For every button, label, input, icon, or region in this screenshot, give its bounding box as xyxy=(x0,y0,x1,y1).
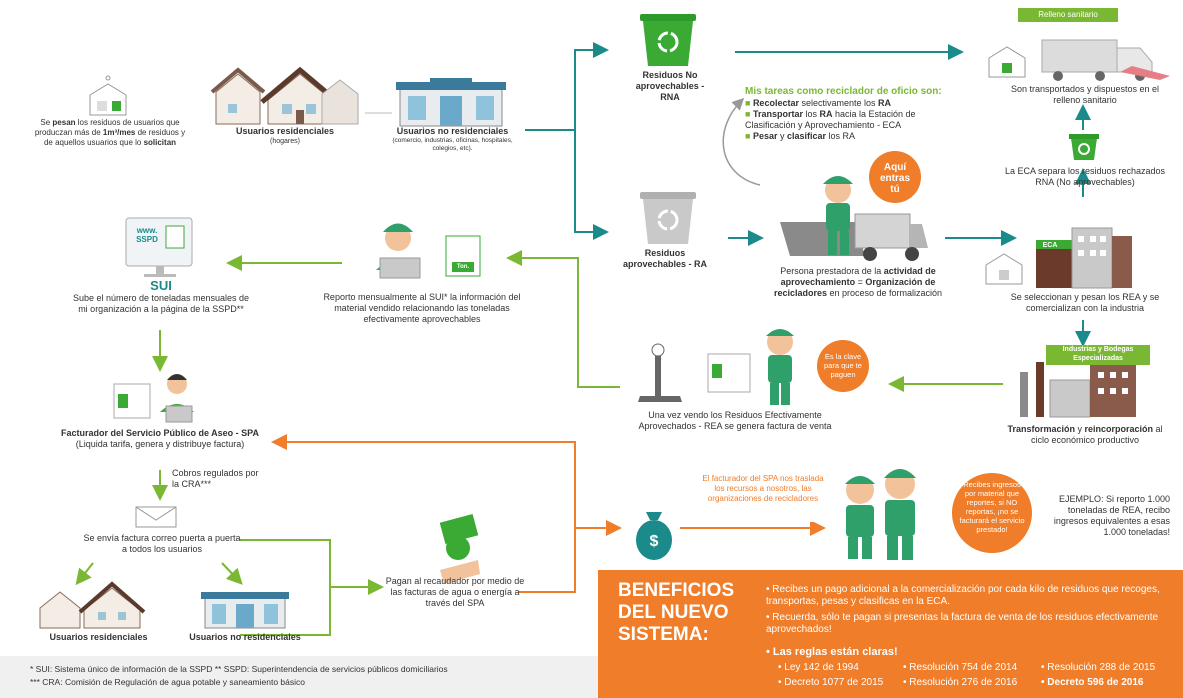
clave-text: Es la clave para que te paguen xyxy=(824,352,862,379)
teal-arrows xyxy=(525,42,1091,347)
tareas-item: ■ Recolectar selectivamente los RA xyxy=(745,98,892,108)
industry-building-icon xyxy=(1020,362,1136,418)
usuarios-residenciales-top: Usuarios residenciales (hogares) xyxy=(220,126,350,146)
eca-tag: ECA xyxy=(1042,242,1058,249)
facturador-illustration xyxy=(113,374,194,423)
eca-separa-text: La ECA separa los residuos rechazados RN… xyxy=(1004,166,1166,187)
footnote-2: *** CRA: Comisión de Regulación de agua … xyxy=(30,677,306,687)
svg-text:$: $ xyxy=(650,533,659,550)
lime-arrows xyxy=(75,250,1003,636)
tareas-item: ■ Pesar y clasificar los RA xyxy=(745,131,856,141)
rule-item: • Resolución 276 de 2016 xyxy=(903,677,1018,688)
footnote-bar xyxy=(0,656,598,698)
usuarios-no-residenciales-bottom: Usuarios no residenciales xyxy=(189,632,301,642)
sui-title: SUI xyxy=(150,278,172,293)
benefit-item: • Recuerda, sólo te pagan si presentas l… xyxy=(766,612,1159,635)
ton-tag: Ton. xyxy=(456,264,470,270)
sui-text: Sube el número de toneladas mensuales de… xyxy=(72,293,250,314)
tareas-block: Mis tareas como reciclador de oficio son… xyxy=(745,86,945,142)
relleno-text: Son transportados y dispuestos en el rel… xyxy=(1010,84,1160,105)
recibes-text: Recibes ingresos por material que report… xyxy=(959,480,1025,534)
benefits-panel: BENEFICIOS DEL NUEVO SISTEMA: • Recibes … xyxy=(598,570,1183,698)
weigh-house-icon xyxy=(89,75,127,116)
orange-arrows xyxy=(271,434,826,593)
money-hand-icon xyxy=(439,513,480,584)
commercial-building-bottom xyxy=(201,592,289,629)
money-bag-icon: $ xyxy=(636,512,672,560)
usuarios-residenciales-bottom: Usuarios residenciales xyxy=(49,632,148,642)
commercial-building-top xyxy=(396,78,506,127)
transformacion-text: Transformación y reincorporación al cicl… xyxy=(1007,424,1163,445)
traslada-bubble-bg xyxy=(688,472,830,522)
ra-bin-icon xyxy=(640,192,696,244)
facturador-title: Facturador del Servicio Público de Aseo … xyxy=(60,428,260,438)
usuarios-residenciales-top-title: Usuarios residenciales xyxy=(235,126,335,136)
persona-prestadora-text: Persona prestadora de la actividad de ap… xyxy=(773,266,943,298)
weigh-house-icon-2 xyxy=(988,46,1026,78)
facturador-sub: (Liquida tarifa, genera y distribuye fac… xyxy=(75,439,245,449)
reporto-text: Reporto mensualmente al SUI* la informac… xyxy=(323,292,521,324)
pagan-text: Pagan al recaudador por medio de las fac… xyxy=(385,576,525,608)
cobros-text: Cobros regulados por la CRA*** xyxy=(172,468,259,489)
usuarios-residenciales-top-sub: (hogares) xyxy=(270,138,300,145)
ra-label: Residuos aprovechables - RA xyxy=(622,248,708,269)
tasks-curved-arrow xyxy=(722,97,761,186)
usuarios-no-residenciales-top: Usuarios no residenciales (comercio, ind… xyxy=(390,126,515,153)
two-recyclers-illustration xyxy=(845,469,916,560)
weigh-house-icon-3 xyxy=(985,253,1023,285)
relleno-tag: Relleno sanitario xyxy=(1018,8,1118,22)
usuarios-no-residenciales-top-sub: (comercio, industrias, oficinas, hospita… xyxy=(392,137,513,152)
seleccionan-text: Se seleccionan y pesan los REA y se come… xyxy=(1010,292,1160,313)
tareas-item: ■ Transportar los RA hacia la Estación d… xyxy=(745,109,916,130)
ejemplo-text: EJEMPLO: Si reporto 1.000 toneladas de R… xyxy=(1053,494,1170,537)
sui-screen-text: www. SSPD xyxy=(136,226,158,244)
residential-houses-bottom xyxy=(39,581,146,629)
tareas-title: Mis tareas como reciclador de oficio son… xyxy=(745,86,942,97)
scale-and-invoice-illustration xyxy=(638,329,794,405)
rna-label: Residuos No aprovechables - RNA xyxy=(635,70,705,102)
aqui-entras-tu-text: Aquí entras tú xyxy=(879,162,910,195)
rule-item: • Resolución 754 de 2014 xyxy=(903,662,1018,673)
facturador-block: Facturador del Servicio Público de Aseo … xyxy=(55,428,265,450)
pesan-text: Se pesan los residuos de usuarios que pr… xyxy=(34,118,186,147)
benefit-item: • Las reglas están claras! xyxy=(766,646,898,658)
recibes-bubble xyxy=(952,473,1032,553)
residential-houses-top xyxy=(210,66,359,125)
rule-item: • Resolución 288 de 2015 xyxy=(1041,662,1156,673)
correo-text: Se envía factura correo puerta a puerta … xyxy=(83,533,241,554)
recycler-with-truck-illustration xyxy=(780,176,928,261)
envelope-icon xyxy=(135,506,177,528)
eca-building-icon xyxy=(1036,227,1132,289)
clave-bubble xyxy=(817,340,869,392)
usuarios-no-residenciales-top-title: Usuarios no residenciales xyxy=(396,126,509,136)
rule-item: • Decreto 596 de 2016 xyxy=(1041,677,1144,688)
benefits-title: BENEFICIOS DEL NUEVO SISTEMA: xyxy=(618,580,735,645)
industrias-tag: Industrias y Bodegas Especializadas xyxy=(1046,345,1150,365)
vendo-text: Una vez vendo los Residuos Efectivamente… xyxy=(638,410,832,431)
footnote-1: * SUI: Sistema único de información de l… xyxy=(30,664,448,674)
traslada-text: El facturador del SPA nos traslada los r… xyxy=(702,474,824,503)
rule-item: • Ley 142 de 1994 xyxy=(778,662,859,673)
sui-computer-icon xyxy=(125,217,193,277)
sui-block: SUI Sube el número de toneladas mensuale… xyxy=(72,278,250,315)
aqui-bubble xyxy=(869,151,921,203)
rna-bin-icon xyxy=(640,14,696,66)
garbage-truck-icon xyxy=(1041,39,1170,81)
rule-item: • Decreto 1077 de 2015 xyxy=(778,677,884,688)
benefit-item: • Recibes un pago adicional a la comerci… xyxy=(766,584,1160,607)
reporter-laptop-illustration xyxy=(376,223,481,279)
eca-bin-icon xyxy=(1069,134,1099,160)
